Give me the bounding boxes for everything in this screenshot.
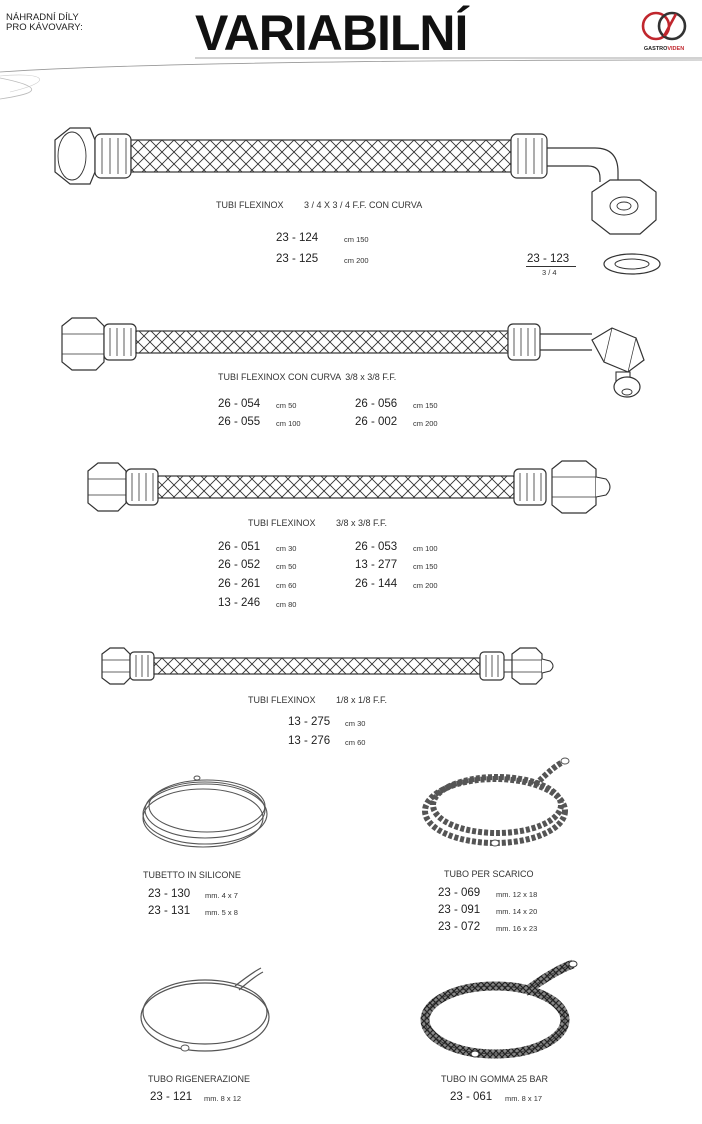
hose-2-len-left-1: cm 100 [276,419,301,428]
hose-2-code-left-0: 26 - 054 [218,398,261,410]
hose-1-caption-size: 3 / 4 X 3 / 4 F.F. CON CURVA [304,200,423,210]
hose-4-len-0: cm 30 [345,719,366,728]
hose-4-caption-size: 1/8 x 1/8 F.F. [336,695,388,705]
regen-tube-drawing [140,967,270,1052]
hose-4-drawing [101,647,554,685]
hose-4-len-1: cm 60 [345,738,366,747]
hose-3-code-right-1: 13 - 277 [355,559,398,571]
hose-3-code-left-1: 26 - 052 [218,559,261,571]
drain-len-2: mm. 16 x 23 [496,924,538,933]
hose-2-drawing [61,317,645,398]
hose-3-len-right-0: cm 100 [413,544,438,553]
hose-2-caption: TUBI FLEXINOX CON CURVA 3/8 x 3/8 F.F. [218,372,396,382]
hose-4-caption-name: TUBI FLEXINOX [248,695,316,705]
silicone-len-0: mm. 4 x 7 [205,891,238,900]
hose-1-caption-name: TUBI FLEXINOX [216,200,284,210]
hose-3-len-right-1: cm 150 [413,562,438,571]
drain-code-0: 23 - 069 [438,887,481,899]
hose-3-len-left-0: cm 30 [276,544,297,553]
rubber-len-0: mm. 8 x 17 [505,1094,543,1103]
silicone-code-1: 23 - 131 [148,905,191,917]
hose-4-caption: TUBI FLEXINOX 1/8 x 1/8 F.F. [248,695,387,705]
header-divider-swoosh [0,57,702,100]
gasket-code: 23 - 123 [527,253,570,265]
gastroviden-logo-icon: GASTROVIDEN [634,8,694,54]
gasket-size: 3 / 4 [542,268,557,277]
hose-3-code-right-0: 26 - 053 [355,541,398,553]
hose-3-code-left-2: 26 - 261 [218,578,261,590]
drain-caption: TUBO PER SCARICO [444,869,534,879]
hose-4-code-0: 13 - 275 [288,716,331,728]
header-subtitle-line2: PRO KÁVOVARY: [6,22,83,33]
hose-3-len-left-2: cm 60 [276,581,297,590]
hose-3-len-left-1: cm 50 [276,562,297,571]
hose-2-code-left-1: 26 - 055 [218,416,261,428]
hose-1-code-1: 23 - 125 [276,253,319,265]
hose-4-code-1: 13 - 276 [288,735,331,747]
drain-tube-drawing [422,757,570,847]
silicone-code-0: 23 - 130 [148,888,191,900]
regen-len-0: mm. 8 x 12 [204,1094,242,1103]
drain-len-1: mm. 14 x 20 [496,907,538,916]
hose-3-drawing [87,460,611,514]
hose-3-code-left-3: 13 - 246 [218,597,261,609]
rubber-caption: TUBO IN GOMMA 25 BAR [441,1074,549,1084]
drain-code-1: 23 - 091 [438,904,481,916]
hose-3-caption-name: TUBI FLEXINOX [248,518,316,528]
hose-3-caption: TUBI FLEXINOX 3/8 x 3/8 F.F. [248,518,387,528]
hose-2-len-right-1: cm 200 [413,419,438,428]
regen-code-0: 23 - 121 [150,1091,193,1103]
hose-2-caption-size: 3/8 x 3/8 F.F. [345,372,397,382]
hose-3-caption-size: 3/8 x 3/8 F.F. [336,518,388,528]
hose-2-len-left-0: cm 50 [276,401,297,410]
header-subtitle-line1: NÁHRADNÍ DÍLY [6,12,79,23]
logo-text-a: GASTRO [643,46,668,52]
drain-code-2: 23 - 072 [438,921,481,933]
silicone-len-1: mm. 5 x 8 [205,908,238,917]
regen-caption: TUBO RIGENERAZIONE [148,1074,251,1084]
hose-3-code-right-2: 26 - 144 [355,578,398,590]
hose-1-len-1: cm 200 [344,256,369,265]
silicone-caption: TUBETTO IN SILICONE [143,870,241,880]
drain-len-0: mm. 12 x 18 [496,890,538,899]
header-subtitle: NÁHRADNÍ DÍLY PRO KÁVOVARY: [6,13,83,33]
hose-2-caption-name: TUBI FLEXINOX CON CURVA [218,372,341,382]
hose-3-code-left-0: 26 - 051 [218,541,261,553]
hose-3-len-left-3: cm 80 [276,600,297,609]
gasket-ring-drawing [603,253,661,275]
hose-1-len-0: cm 150 [344,235,369,244]
logo-text: GASTROVIDEN [634,46,694,52]
rubber-tube-drawing [420,959,578,1059]
hose-1-code-0: 23 - 124 [276,232,319,244]
rubber-code-0: 23 - 061 [450,1091,493,1103]
hose-2-code-right-0: 26 - 056 [355,398,398,410]
page-title: VARIABILNÍ [195,5,468,61]
hose-2-code-right-1: 26 - 002 [355,416,398,428]
hose-3-len-right-2: cm 200 [413,581,438,590]
silicone-tube-drawing [142,775,268,848]
hose-2-len-right-0: cm 150 [413,401,438,410]
logo-text-b: VIDEN [667,46,685,52]
gasket-underline [526,266,576,267]
hose-1-drawing [54,127,657,235]
hose-1-caption: TUBI FLEXINOX 3 / 4 X 3 / 4 F.F. CON CUR… [216,200,422,210]
